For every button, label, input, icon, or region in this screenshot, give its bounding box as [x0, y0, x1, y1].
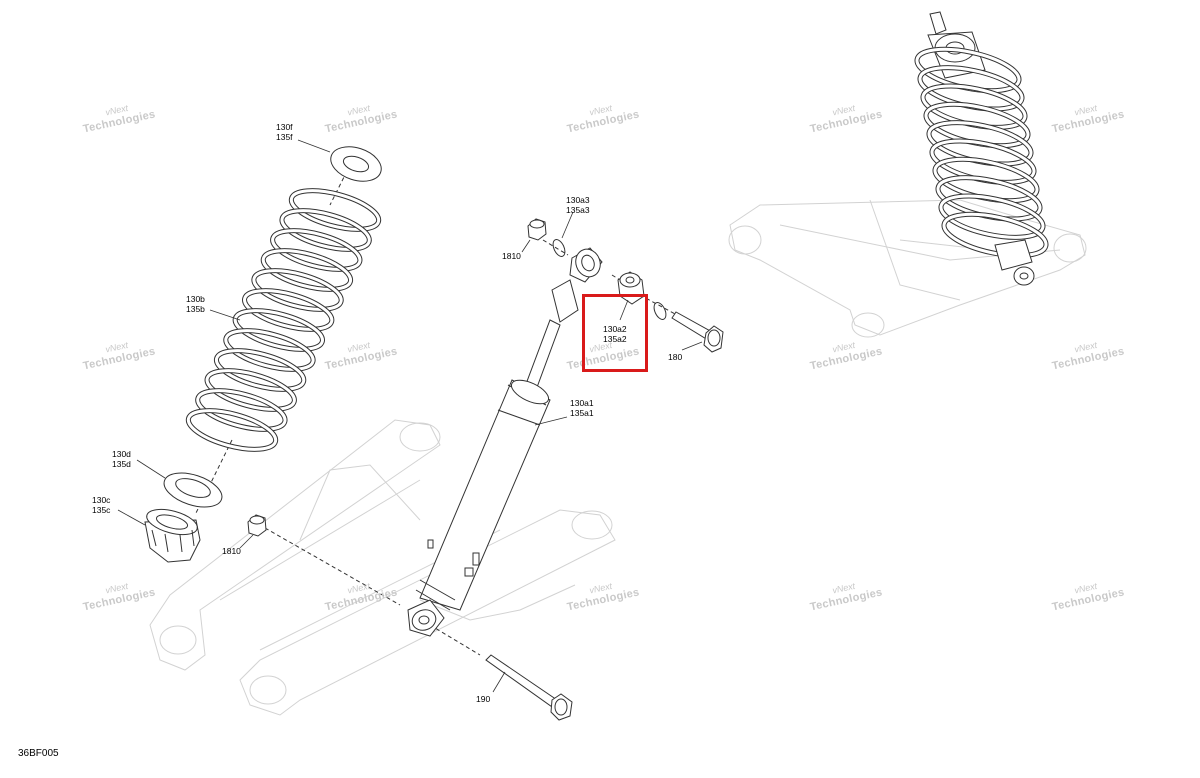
shock-absorber — [407, 247, 603, 637]
spring-coil — [261, 249, 353, 291]
circlip-right — [653, 302, 667, 320]
swing-arm-ghost-right — [728, 199, 1087, 338]
spring-seat-bottom — [163, 472, 223, 508]
spring-coil — [224, 329, 315, 371]
spring-seat-top — [330, 146, 382, 182]
lower-bolt — [485, 654, 573, 721]
adjuster-ring — [144, 508, 201, 563]
coil-spring — [185, 188, 382, 452]
highlight-box — [582, 294, 648, 372]
swing-arm-ghost — [149, 419, 616, 716]
nut-lower — [247, 514, 267, 537]
spring-coil — [939, 194, 1045, 239]
nut-upper — [527, 218, 547, 241]
leader-lines — [117, 139, 703, 693]
label-nut-lower: 1810 — [222, 546, 241, 556]
spring-coil — [271, 229, 362, 271]
spring-coil — [942, 212, 1048, 258]
spring-coil — [214, 349, 306, 391]
spring-coil — [243, 289, 334, 331]
label-nut-upper: 1810 — [502, 251, 521, 261]
spring-coil — [289, 189, 381, 231]
spring-coil — [280, 209, 371, 251]
assembly-lines — [194, 164, 691, 656]
shock-assembly-complete — [914, 11, 1049, 286]
label-lower-bolt: 190 — [476, 694, 491, 704]
upper-bolt — [671, 311, 724, 353]
label-upper-bolt: 180 — [668, 352, 683, 362]
circlip-upper — [552, 239, 566, 257]
spring-coil — [196, 389, 287, 431]
diagram-code: 36BF005 — [18, 748, 59, 759]
spring-coil — [205, 369, 296, 411]
spring-coil — [252, 269, 343, 311]
spring-coil — [186, 409, 278, 451]
